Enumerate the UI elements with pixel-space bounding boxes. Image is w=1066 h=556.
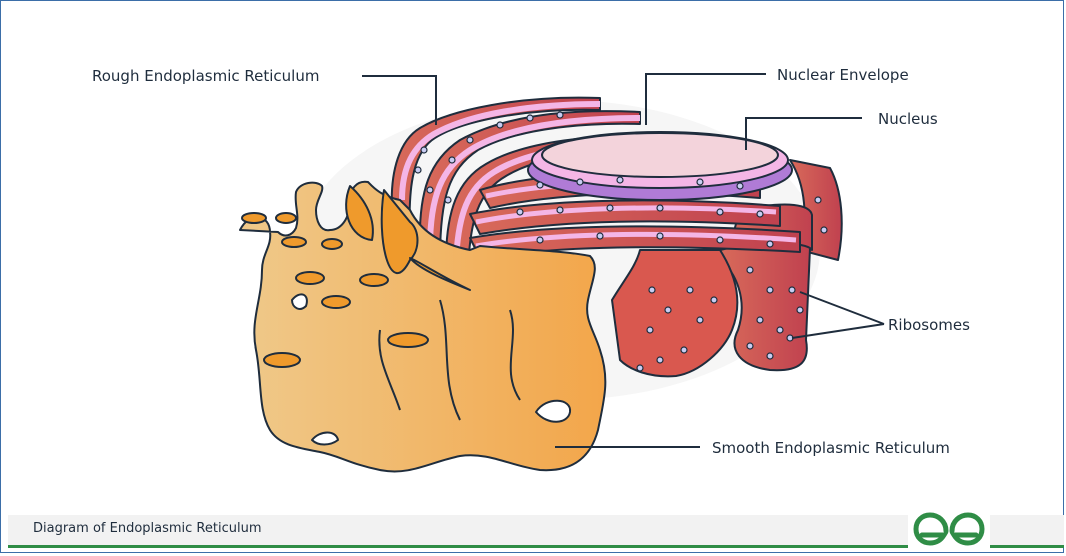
nucleus-shape [542, 133, 778, 177]
brand-logo [908, 507, 990, 551]
label-nuclear-envelope: Nuclear Envelope [777, 66, 909, 84]
footer-divider [8, 545, 1064, 548]
nucleus-group [528, 132, 792, 200]
label-rough-er: Rough Endoplasmic Reticulum [92, 67, 319, 85]
footer-caption: Diagram of Endoplasmic Reticulum [33, 521, 261, 536]
leader-rough-er [362, 76, 436, 125]
label-smooth-er: Smooth Endoplasmic Reticulum [712, 439, 950, 457]
gfg-logo-icon [908, 507, 990, 551]
label-ribosomes: Ribosomes [888, 316, 970, 334]
label-nucleus: Nucleus [878, 110, 938, 128]
